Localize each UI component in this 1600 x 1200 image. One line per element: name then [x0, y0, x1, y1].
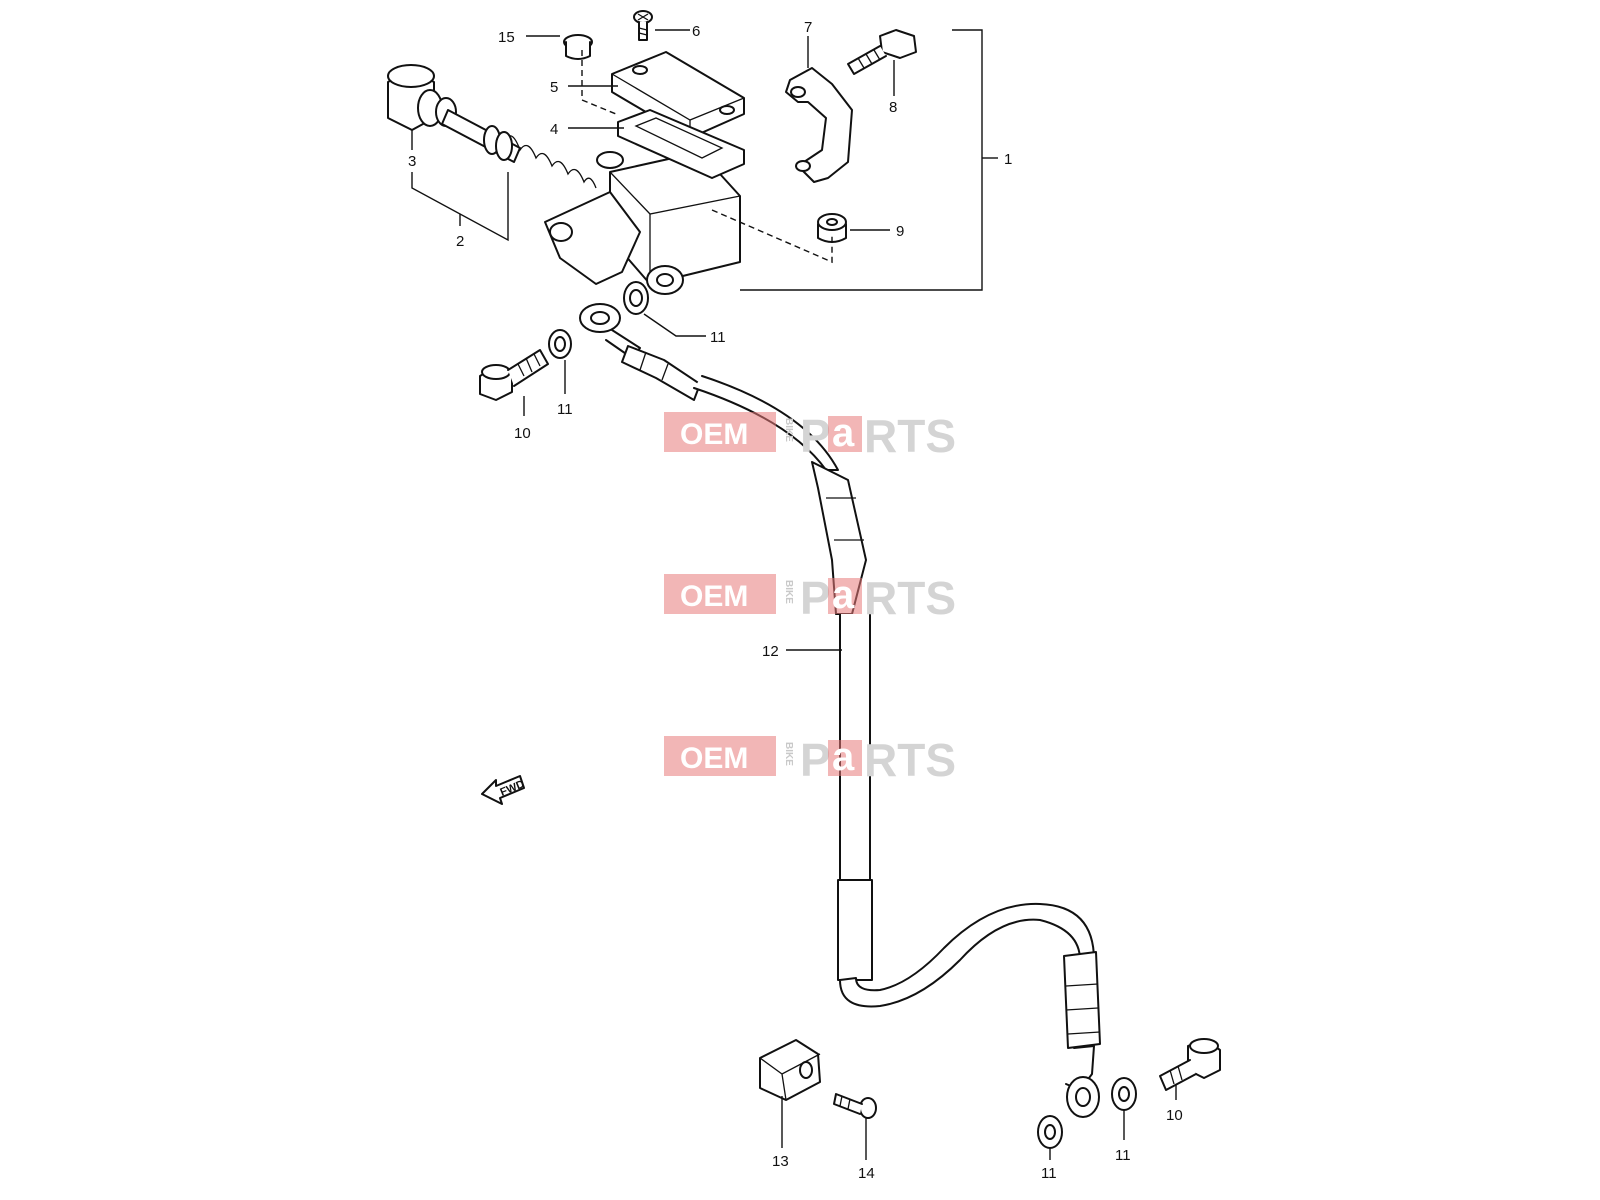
callout-10-lower: 10 [1166, 1107, 1183, 1124]
fwd-arrow-icon: FWD [481, 775, 527, 805]
svg-text:a: a [832, 735, 855, 779]
svg-text:OEM: OEM [680, 742, 748, 775]
callout-13: 13 [772, 1153, 789, 1170]
callout-2: 2 [456, 233, 464, 250]
clamp-screw [833, 1093, 877, 1119]
hose-clamp [759, 1039, 821, 1101]
callout-11-lower-left: 11 [1041, 1165, 1057, 1182]
svg-text:RTS: RTS [864, 572, 956, 624]
piston-assembly [387, 64, 597, 189]
callout-11-upper-right: 11 [710, 329, 726, 346]
svg-text:a: a [832, 573, 855, 617]
svg-text:RTS: RTS [864, 410, 956, 462]
svg-text:a: a [832, 411, 855, 455]
svg-text:OEM: OEM [680, 418, 748, 451]
svg-text:BIKE: BIKE [783, 418, 794, 442]
svg-text:BIKE: BIKE [783, 580, 794, 604]
washer-lower-1 [1037, 1115, 1063, 1149]
washer-lower-2 [1111, 1077, 1137, 1111]
diaphragm [617, 109, 745, 179]
callout-7: 7 [804, 19, 812, 36]
callout-6: 6 [692, 23, 700, 40]
callout-12: 12 [762, 643, 779, 660]
banjo-bolt-lower [1159, 1038, 1221, 1091]
reservoir-plug [563, 34, 593, 60]
clamp-bolt [847, 29, 917, 75]
master-cylinder-body [544, 151, 741, 295]
watermark-3: OEM BIKE P a RTS [664, 734, 956, 786]
cap-screw [633, 10, 653, 41]
svg-text:RTS: RTS [864, 734, 956, 786]
callout-15: 15 [498, 29, 515, 46]
svg-text:P: P [800, 734, 831, 786]
banjo-bolt-upper [479, 349, 549, 401]
washer-upper-1 [623, 281, 649, 315]
callout-14: 14 [858, 1165, 875, 1182]
callout-4: 4 [550, 121, 558, 138]
callout-5: 5 [550, 79, 558, 96]
svg-text:P: P [800, 410, 831, 462]
callout-3: 3 [408, 153, 416, 170]
callout-11-upper-left: 11 [557, 401, 573, 418]
washer-upper-2 [548, 329, 572, 359]
watermark-1: OEM BIKE P a RTS [664, 410, 956, 462]
leader-lines [411, 29, 1177, 1160]
callout-8: 8 [889, 99, 897, 116]
handlebar-clamp [785, 67, 853, 183]
callout-9: 9 [896, 223, 904, 240]
svg-text:BIKE: BIKE [783, 742, 794, 766]
callout-10-upper: 10 [514, 425, 531, 442]
svg-text:P: P [800, 572, 831, 624]
callout-11-lower-right: 11 [1115, 1147, 1131, 1164]
callout-labels: 1 15 6 5 4 3 2 7 8 9 11 11 10 12 13 14 1… [408, 19, 1183, 1182]
callout-1: 1 [1004, 151, 1012, 168]
fwd-label: FWD [499, 778, 527, 799]
svg-text:OEM: OEM [680, 580, 748, 613]
watermark-2: OEM BIKE P a RTS [664, 572, 956, 624]
